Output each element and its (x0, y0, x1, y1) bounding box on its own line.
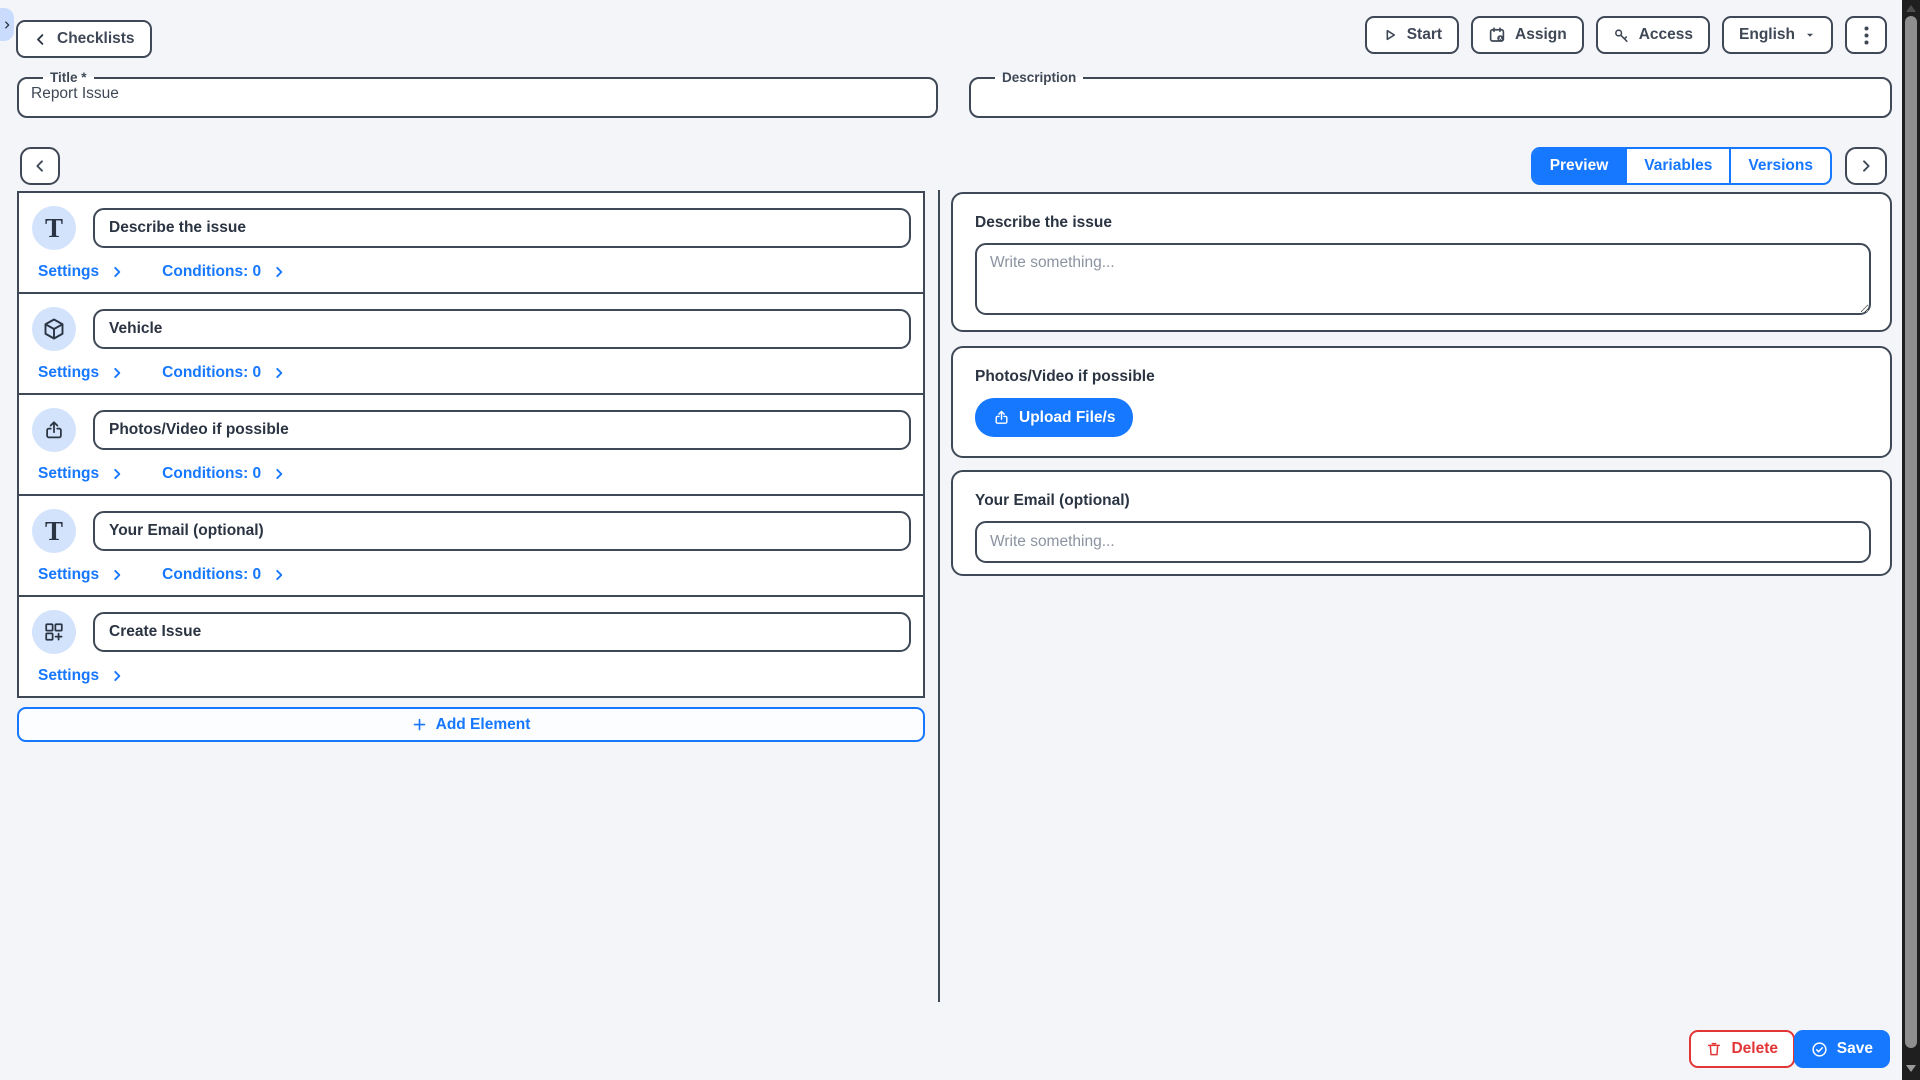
title-input[interactable] (29, 84, 891, 104)
chevron-right-icon (276, 468, 283, 480)
preview-textarea[interactable] (975, 243, 1871, 315)
key-icon (1613, 27, 1630, 44)
upload-icon (993, 409, 1010, 426)
upload-icon (32, 408, 76, 452)
check-circle-icon (1811, 1041, 1828, 1058)
panel-divider (938, 190, 940, 1002)
language-label: English (1739, 26, 1795, 43)
expand-preview-button[interactable] (1845, 147, 1887, 185)
chevron-right-icon (114, 266, 121, 278)
access-button[interactable]: Access (1595, 16, 1711, 54)
create-widget-icon (32, 610, 76, 654)
text-input-icon: T (32, 206, 76, 250)
settings-link[interactable]: Settings (38, 364, 124, 382)
assign-label: Assign (1515, 26, 1567, 43)
preview-tabs: Preview Variables Versions (1530, 147, 1832, 185)
preview-email-input[interactable] (975, 521, 1871, 563)
chevron-right-icon (1858, 158, 1874, 174)
tab-variables[interactable]: Variables (1625, 149, 1729, 183)
checklists-back-button[interactable]: Checklists (16, 20, 152, 58)
description-field: Description (969, 70, 1892, 118)
text-input-icon: T (32, 509, 76, 553)
settings-link[interactable]: Settings (38, 263, 124, 281)
add-element-label: Add Element (435, 715, 531, 733)
conditions-link[interactable]: Conditions: 0 (162, 263, 286, 281)
chevron-right-icon (276, 266, 283, 278)
preview-field-label: Photos/Video if possible (975, 368, 1155, 385)
scroll-up-arrow-icon[interactable] (1906, 5, 1916, 12)
language-selector[interactable]: English (1722, 16, 1833, 54)
element-card-create-issue[interactable]: Settings (17, 595, 925, 698)
preview-field-label: Describe the issue (975, 214, 1112, 231)
element-label-input[interactable] (93, 511, 911, 551)
tab-preview[interactable]: Preview (1532, 149, 1626, 183)
upload-files-button[interactable]: Upload File/s (975, 398, 1134, 437)
element-list: T Settings Conditions: 0 (17, 191, 925, 742)
start-button[interactable]: Start (1364, 16, 1460, 54)
description-field-label: Description (1002, 70, 1077, 85)
settings-link[interactable]: Settings (38, 566, 124, 584)
chevron-right-icon (114, 367, 121, 379)
tab-variables-label: Variables (1644, 157, 1713, 174)
chevron-right-icon (114, 468, 121, 480)
conditions-link[interactable]: Conditions: 0 (162, 465, 286, 483)
conditions-link[interactable]: Conditions: 0 (162, 566, 286, 584)
chevron-right-icon (114, 670, 121, 682)
add-element-button[interactable]: Add Element (17, 707, 925, 742)
chevron-right-icon (276, 569, 283, 581)
start-label: Start (1406, 26, 1443, 43)
tab-versions-label: Versions (1748, 157, 1813, 174)
checklists-back-label: Checklists (57, 30, 135, 47)
element-label-input[interactable] (93, 309, 911, 349)
element-card-photos-video[interactable]: Settings Conditions: 0 (17, 393, 925, 496)
object-cube-icon (32, 307, 76, 351)
sidebar-expand-handle[interactable] (0, 8, 14, 41)
delete-button[interactable]: Delete (1689, 1030, 1795, 1068)
more-options-button[interactable] (1845, 16, 1887, 54)
title-field: Title * (17, 70, 938, 118)
scrollbar-thumb[interactable] (1905, 16, 1917, 1048)
trash-icon (1706, 1041, 1722, 1057)
conditions-link[interactable]: Conditions: 0 (162, 364, 286, 382)
caret-down-icon (1804, 29, 1816, 41)
preview-field-photos-video: Photos/Video if possible Upload File/s (951, 346, 1892, 458)
description-input[interactable] (981, 84, 1845, 104)
tab-versions[interactable]: Versions (1729, 149, 1830, 183)
play-icon (1382, 27, 1398, 43)
header-actions: Start Assign Access English (1364, 16, 1887, 54)
plus-icon (412, 717, 427, 732)
settings-link[interactable]: Settings (38, 667, 124, 685)
vertical-scrollbar[interactable] (1902, 0, 1920, 1080)
delete-label: Delete (1731, 1040, 1778, 1057)
chevron-left-icon (33, 32, 48, 47)
save-button[interactable]: Save (1793, 1030, 1890, 1068)
title-field-label: Title * (50, 70, 87, 85)
chevron-right-icon (276, 367, 283, 379)
chevron-right-icon (2, 20, 12, 30)
collapse-panel-button[interactable] (20, 147, 60, 185)
element-label-input[interactable] (93, 612, 911, 652)
settings-link[interactable]: Settings (38, 465, 124, 483)
save-label: Save (1836, 1040, 1873, 1057)
tab-preview-label: Preview (1549, 157, 1609, 174)
element-card-your-email[interactable]: T Settings Conditions: 0 (17, 494, 925, 597)
chevron-right-icon (114, 569, 121, 581)
element-card-vehicle[interactable]: Settings Conditions: 0 (17, 292, 925, 395)
chevron-left-icon (32, 158, 48, 174)
assign-calendar-icon (1488, 26, 1506, 44)
preview-field-your-email: Your Email (optional) (951, 470, 1892, 576)
kebab-menu-icon (1864, 26, 1869, 45)
access-label: Access (1638, 26, 1694, 43)
scroll-down-arrow-icon[interactable] (1906, 1065, 1916, 1072)
upload-files-label: Upload File/s (1019, 408, 1116, 426)
assign-button[interactable]: Assign (1471, 16, 1584, 54)
element-label-input[interactable] (93, 208, 911, 248)
element-label-input[interactable] (93, 410, 911, 450)
preview-field-label: Your Email (optional) (975, 492, 1130, 509)
element-card-describe-the-issue[interactable]: T Settings Conditions: 0 (17, 191, 925, 294)
preview-field-describe-the-issue: Describe the issue (951, 192, 1892, 332)
